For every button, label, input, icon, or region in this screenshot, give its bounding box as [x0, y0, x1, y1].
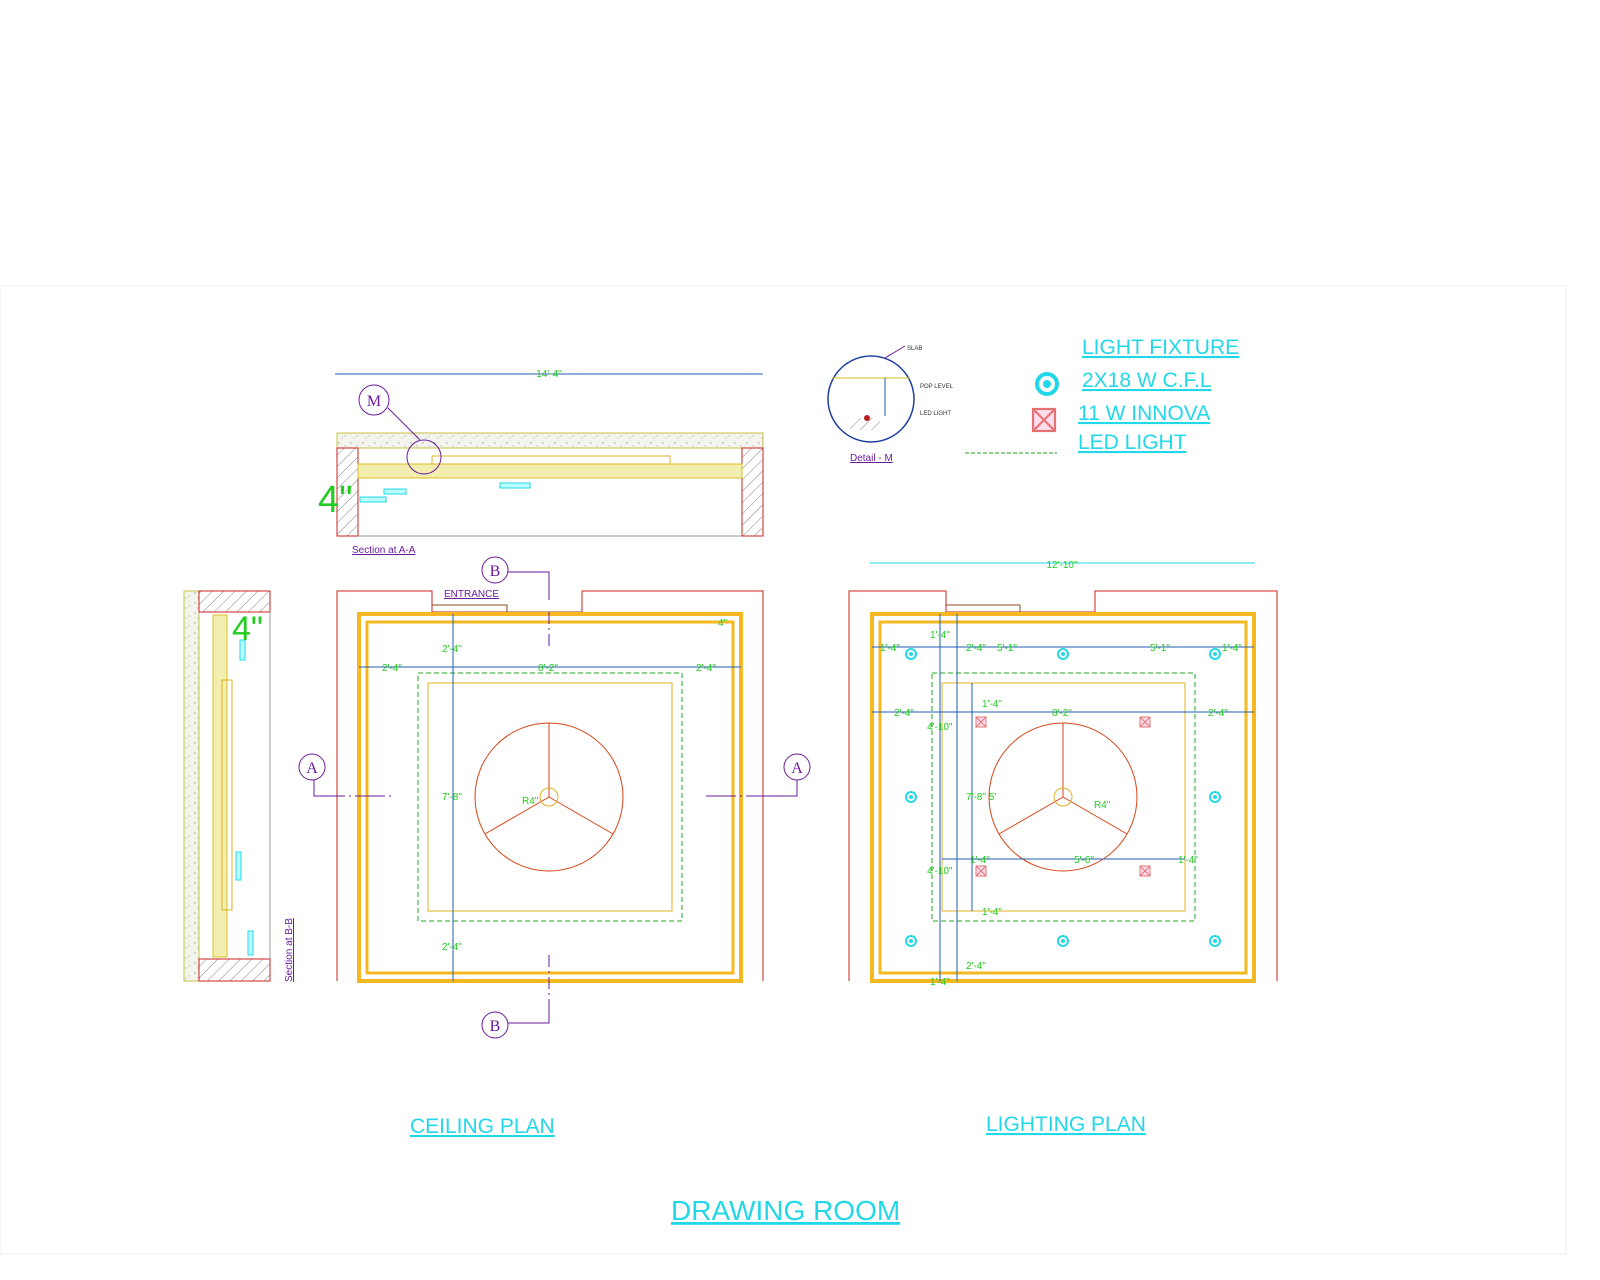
lighting-plan-title: LIGHTING PLAN [986, 1113, 1146, 1136]
cfl-light-icon [1035, 372, 1059, 396]
cfl-light-icon [1209, 791, 1221, 803]
section-width-dim: 14'-4" [536, 369, 562, 380]
lighting-dim: 1'-4" [982, 699, 1002, 710]
ceiling-dim-bottom: 2'-4" [442, 942, 462, 953]
lighting-dim: 5'-1" [1150, 643, 1170, 654]
lighting-dim: 2'-4" [966, 643, 986, 654]
section-bb-label: Section at B-B [284, 918, 295, 982]
ceiling-dim-middle: 8'-2" [538, 663, 558, 674]
lighting-dim: 2'-4" [966, 961, 986, 972]
led-light-icon [1031, 407, 1057, 433]
lighting-dim: 8'-2" [1052, 708, 1072, 719]
detail-note-pop: POP LEVEL [920, 384, 954, 390]
lighting-dim: 1'-4" [1178, 855, 1198, 866]
detail-m-label: Detail - M [850, 453, 893, 464]
lighting-dim: 5'-1" [997, 643, 1017, 654]
entrance-label: ENTRANCE [444, 589, 499, 600]
legend-item-cfl: 2X18 W C.F.L [1082, 369, 1212, 392]
legend-title: LIGHT FIXTURE [1082, 336, 1239, 359]
ceiling-dim-edge: 4" [718, 618, 728, 629]
lighting-dim: 2'-4" [1208, 708, 1228, 719]
cfl-light-icon [905, 791, 917, 803]
led-light-icon [1139, 716, 1151, 728]
section-a-tag-right[interactable]: A [763, 753, 811, 797]
lighting-dim: 4'-10" [927, 866, 953, 877]
lighting-width-dim: 12'-10" [1046, 560, 1077, 571]
section-a-a: 14'-4" M 4" Section at A-A [318, 369, 764, 556]
detail-note-slab: SLAB [907, 346, 922, 352]
lighting-plan: 12'-10" [848, 560, 1278, 988]
cfl-light-icon [1057, 648, 1069, 660]
section-b-tag-top[interactable]: B [481, 556, 550, 600]
lighting-dim: 1'-4" [880, 643, 900, 654]
ceiling-dim-height: 7'-8" [442, 792, 462, 803]
ceiling-plan-title: CEILING PLAN [410, 1115, 555, 1138]
lighting-dim: 7'-8" 5' [966, 792, 996, 803]
lighting-dim: 1'-4" [982, 907, 1002, 918]
cfl-light-icon [1057, 935, 1069, 947]
tag-label: A [306, 760, 318, 777]
lighting-dim: 1'-4" [970, 855, 990, 866]
led-light-icon [1139, 865, 1151, 877]
lighting-dim: 2'-4" [894, 708, 914, 719]
lighting-dim: 4'-10" [927, 722, 953, 733]
section-aa-label: Section at A-A [352, 545, 416, 556]
height-callout-b: 4" [232, 610, 263, 648]
section-b-b: 4" Section at B-B [183, 590, 295, 982]
cfl-light-icon [1209, 648, 1221, 660]
cfl-light-icon [905, 648, 917, 660]
cfl-light-icon [1209, 935, 1221, 947]
lighting-dim: 1'-4" [1222, 643, 1242, 654]
tag-label: A [791, 760, 803, 777]
lighting-dim: 1'-4" [930, 630, 950, 641]
lighting-dim-radius: R4" [1094, 800, 1111, 811]
sheet-border [0, 285, 1567, 1255]
ceiling-plan: ENTRANCE 2'-4" 2'-4" 8'-2" 2'-4" 7'-8" 2… [298, 556, 811, 1039]
detail-m-tag[interactable] [358, 384, 390, 416]
cfl-light-icon [905, 935, 917, 947]
section-b-tag-bottom[interactable]: B [481, 1000, 550, 1039]
lighting-dim: 1'-4" [930, 977, 950, 988]
tag-label: B [490, 1018, 501, 1035]
detail-m-tag-label: M [367, 393, 381, 410]
legend-item-innova: 11 W INNOVA [1078, 402, 1210, 425]
detail-note-led: LED LIGHT [920, 411, 951, 417]
drawing-title: DRAWING ROOM [671, 1195, 900, 1226]
lighting-dim: 5'-6" [1074, 855, 1094, 866]
tag-label: B [490, 563, 501, 580]
ceiling-dim-radius: R4" [522, 796, 539, 807]
ceiling-dim-right: 2'-4" [696, 663, 716, 674]
height-callout: 4" [318, 479, 353, 521]
ceiling-dim-left: 2'-4" [382, 663, 402, 674]
legend-item-led: LED LIGHT [1078, 431, 1187, 454]
led-light-icon [975, 716, 987, 728]
ceiling-dim-top: 2'-4" [442, 644, 462, 655]
detail-m: SLAB POP LEVEL LED LIGHT Detail - M [827, 345, 954, 464]
section-a-tag-left[interactable]: A [298, 753, 337, 797]
led-light-icon [975, 865, 987, 877]
legend: LIGHT FIXTURE 2X18 W C.F.L 11 W INNOVA L… [965, 336, 1239, 454]
